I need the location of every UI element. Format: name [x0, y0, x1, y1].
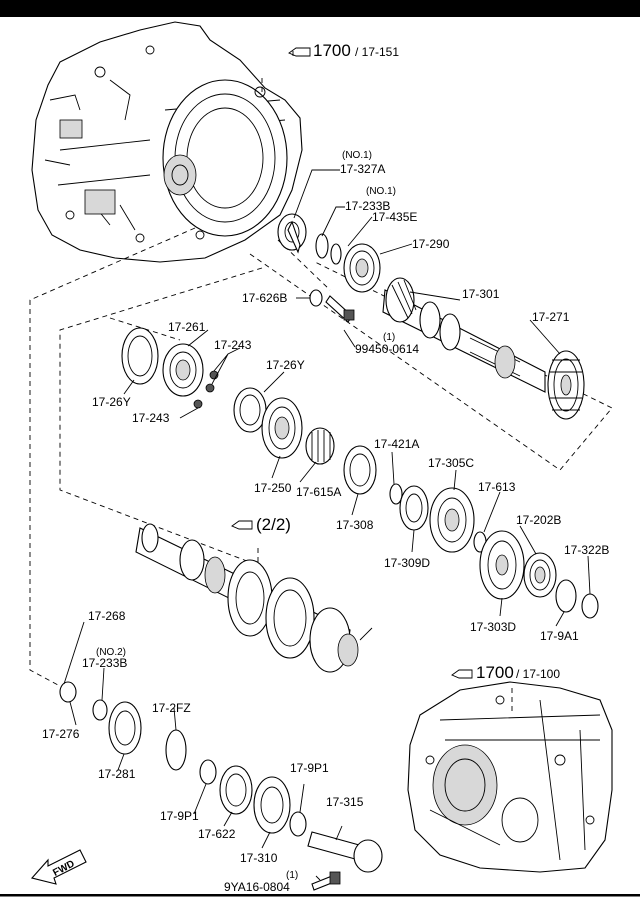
label-no1-a: (NO.1): [342, 150, 372, 161]
key-17-243-b: [205, 383, 215, 393]
label-17-243-b: 17-243: [132, 411, 170, 425]
label-17-271: 17-271: [532, 310, 570, 324]
snap-ring-17-421A: [389, 483, 403, 505]
bearing-17-290: [343, 243, 381, 293]
snap-ring-17-9P1-right: [289, 811, 307, 837]
book-icon: [231, 520, 253, 530]
label-17-301: 17-301: [462, 287, 500, 301]
needle-bearing-17-615A: [305, 427, 335, 465]
label-17-421A: 17-421A: [374, 437, 419, 451]
washer-17-276: [59, 681, 77, 703]
label-17-613: 17-613: [478, 480, 516, 494]
washer-17-626B: [309, 289, 323, 307]
label-17-261: 17-261: [168, 320, 206, 334]
ref-top[interactable]: 1700 / 17-151: [288, 41, 399, 60]
top-border-bar: [0, 0, 640, 17]
seal-17-327A: [277, 213, 307, 254]
label-17-281: 17-281: [98, 767, 136, 781]
label-17-2FZ: 17-2FZ: [152, 701, 191, 715]
clutch-hub-17-261: [162, 343, 204, 397]
label-17-276: 17-276: [42, 727, 80, 741]
label-17-310: 17-310: [240, 851, 278, 865]
label-qty-9YA: (1): [286, 870, 298, 881]
ref-bottom-sub: / 17-100: [516, 667, 560, 681]
gear-17-281: [108, 701, 142, 755]
shim-17-233B: [315, 233, 329, 259]
gear-17-271: [547, 350, 585, 420]
label-17-303D: 17-303D: [470, 620, 516, 634]
fwd-label: FWD: [51, 858, 76, 878]
bolt-9YA16-0804: [311, 871, 341, 891]
label-qty-99450: (1): [383, 332, 395, 343]
bottom-border-line: [0, 894, 640, 897]
fwd-arrow: FWD: [30, 849, 87, 885]
book-icon: [288, 47, 311, 57]
ref-bottom[interactable]: 1700 / 17-100: [451, 663, 560, 682]
label-17-305C: 17-305C: [428, 456, 474, 470]
shim-17-233B-no2: [92, 699, 108, 721]
label-17-322B: 17-322B: [564, 543, 609, 557]
label-17-9P1-a: 17-9P1: [160, 809, 199, 823]
label-17-26Y-b: 17-26Y: [266, 358, 305, 372]
snap-ring-17-322B: [581, 593, 599, 619]
label-9YA16-0804: 9YA16-0804: [224, 880, 290, 894]
gear-17-303D: [479, 530, 525, 600]
part-labels: (NO.1) 17-327A (NO.1) 17-233B 17-435E 17…: [42, 150, 609, 894]
shim-17-9A1: [555, 579, 577, 613]
bolt-99450-0614: [325, 295, 355, 323]
label-17-615A: 17-615A: [296, 485, 341, 499]
arrow-icon: [30, 849, 87, 885]
ref-top-number: 1700: [313, 41, 351, 60]
ref-page-number: (2/2): [256, 515, 291, 534]
gear-17-250: [261, 397, 303, 459]
synchronizer-ring-17-26Y-left: [121, 327, 159, 385]
label-17-268: 17-268: [88, 609, 126, 623]
label-17-626B: 17-626B: [242, 291, 287, 305]
gear-17-308: [343, 445, 377, 495]
label-17-9P1-b: 17-9P1: [290, 761, 329, 775]
label-17-308: 17-308: [336, 518, 374, 532]
label-17-290: 17-290: [412, 237, 450, 251]
bearing-17-202B: [523, 552, 557, 598]
synchronizer-ring-17-26Y-right: [233, 387, 267, 433]
ref-bottom-number: 1700: [476, 663, 514, 682]
input-shaft-17-301: [382, 277, 546, 393]
snap-ring-17-435E: [330, 243, 342, 265]
label-no2: (NO.2): [96, 647, 126, 658]
ref-page[interactable]: (2/2): [231, 515, 291, 534]
main-shaft-assembly: [135, 523, 373, 673]
gear-17-305C: [429, 487, 475, 553]
gear-17-309D: [399, 485, 429, 531]
label-17-622: 17-622: [198, 827, 236, 841]
sleeve-17-622: [219, 765, 253, 815]
book-icon: [451, 669, 473, 679]
label-17-435E: 17-435E: [372, 210, 417, 224]
label-17-250: 17-250: [254, 481, 292, 495]
label-17-202B: 17-202B: [516, 513, 561, 527]
clutch-housing-case: [31, 21, 303, 263]
label-17-309D: 17-309D: [384, 556, 430, 570]
key-17-243-c: [193, 399, 203, 409]
label-no1-b: (NO.1): [366, 186, 396, 197]
shaft-17-315: [307, 831, 383, 873]
label-17-233B: 17-233B: [345, 199, 390, 213]
label-17-9A1: 17-9A1: [540, 629, 579, 643]
gear-17-310: [253, 776, 291, 834]
label-17-233B-2: 17-233B: [82, 656, 127, 670]
snap-ring-17-9P1-left: [199, 759, 217, 785]
transmission-case: [407, 681, 613, 873]
label-17-315: 17-315: [326, 795, 364, 809]
ref-top-sub: / 17-151: [355, 45, 399, 59]
leader-lines: [63, 169, 591, 881]
label-17-26Y-a: 17-26Y: [92, 395, 131, 409]
label-17-243-a: 17-243: [214, 338, 252, 352]
label-17-327A: 17-327A: [340, 162, 385, 176]
label-99450-0614: 99450-0614: [355, 342, 419, 356]
synchronizer-ring-17-2FZ: [165, 729, 187, 771]
